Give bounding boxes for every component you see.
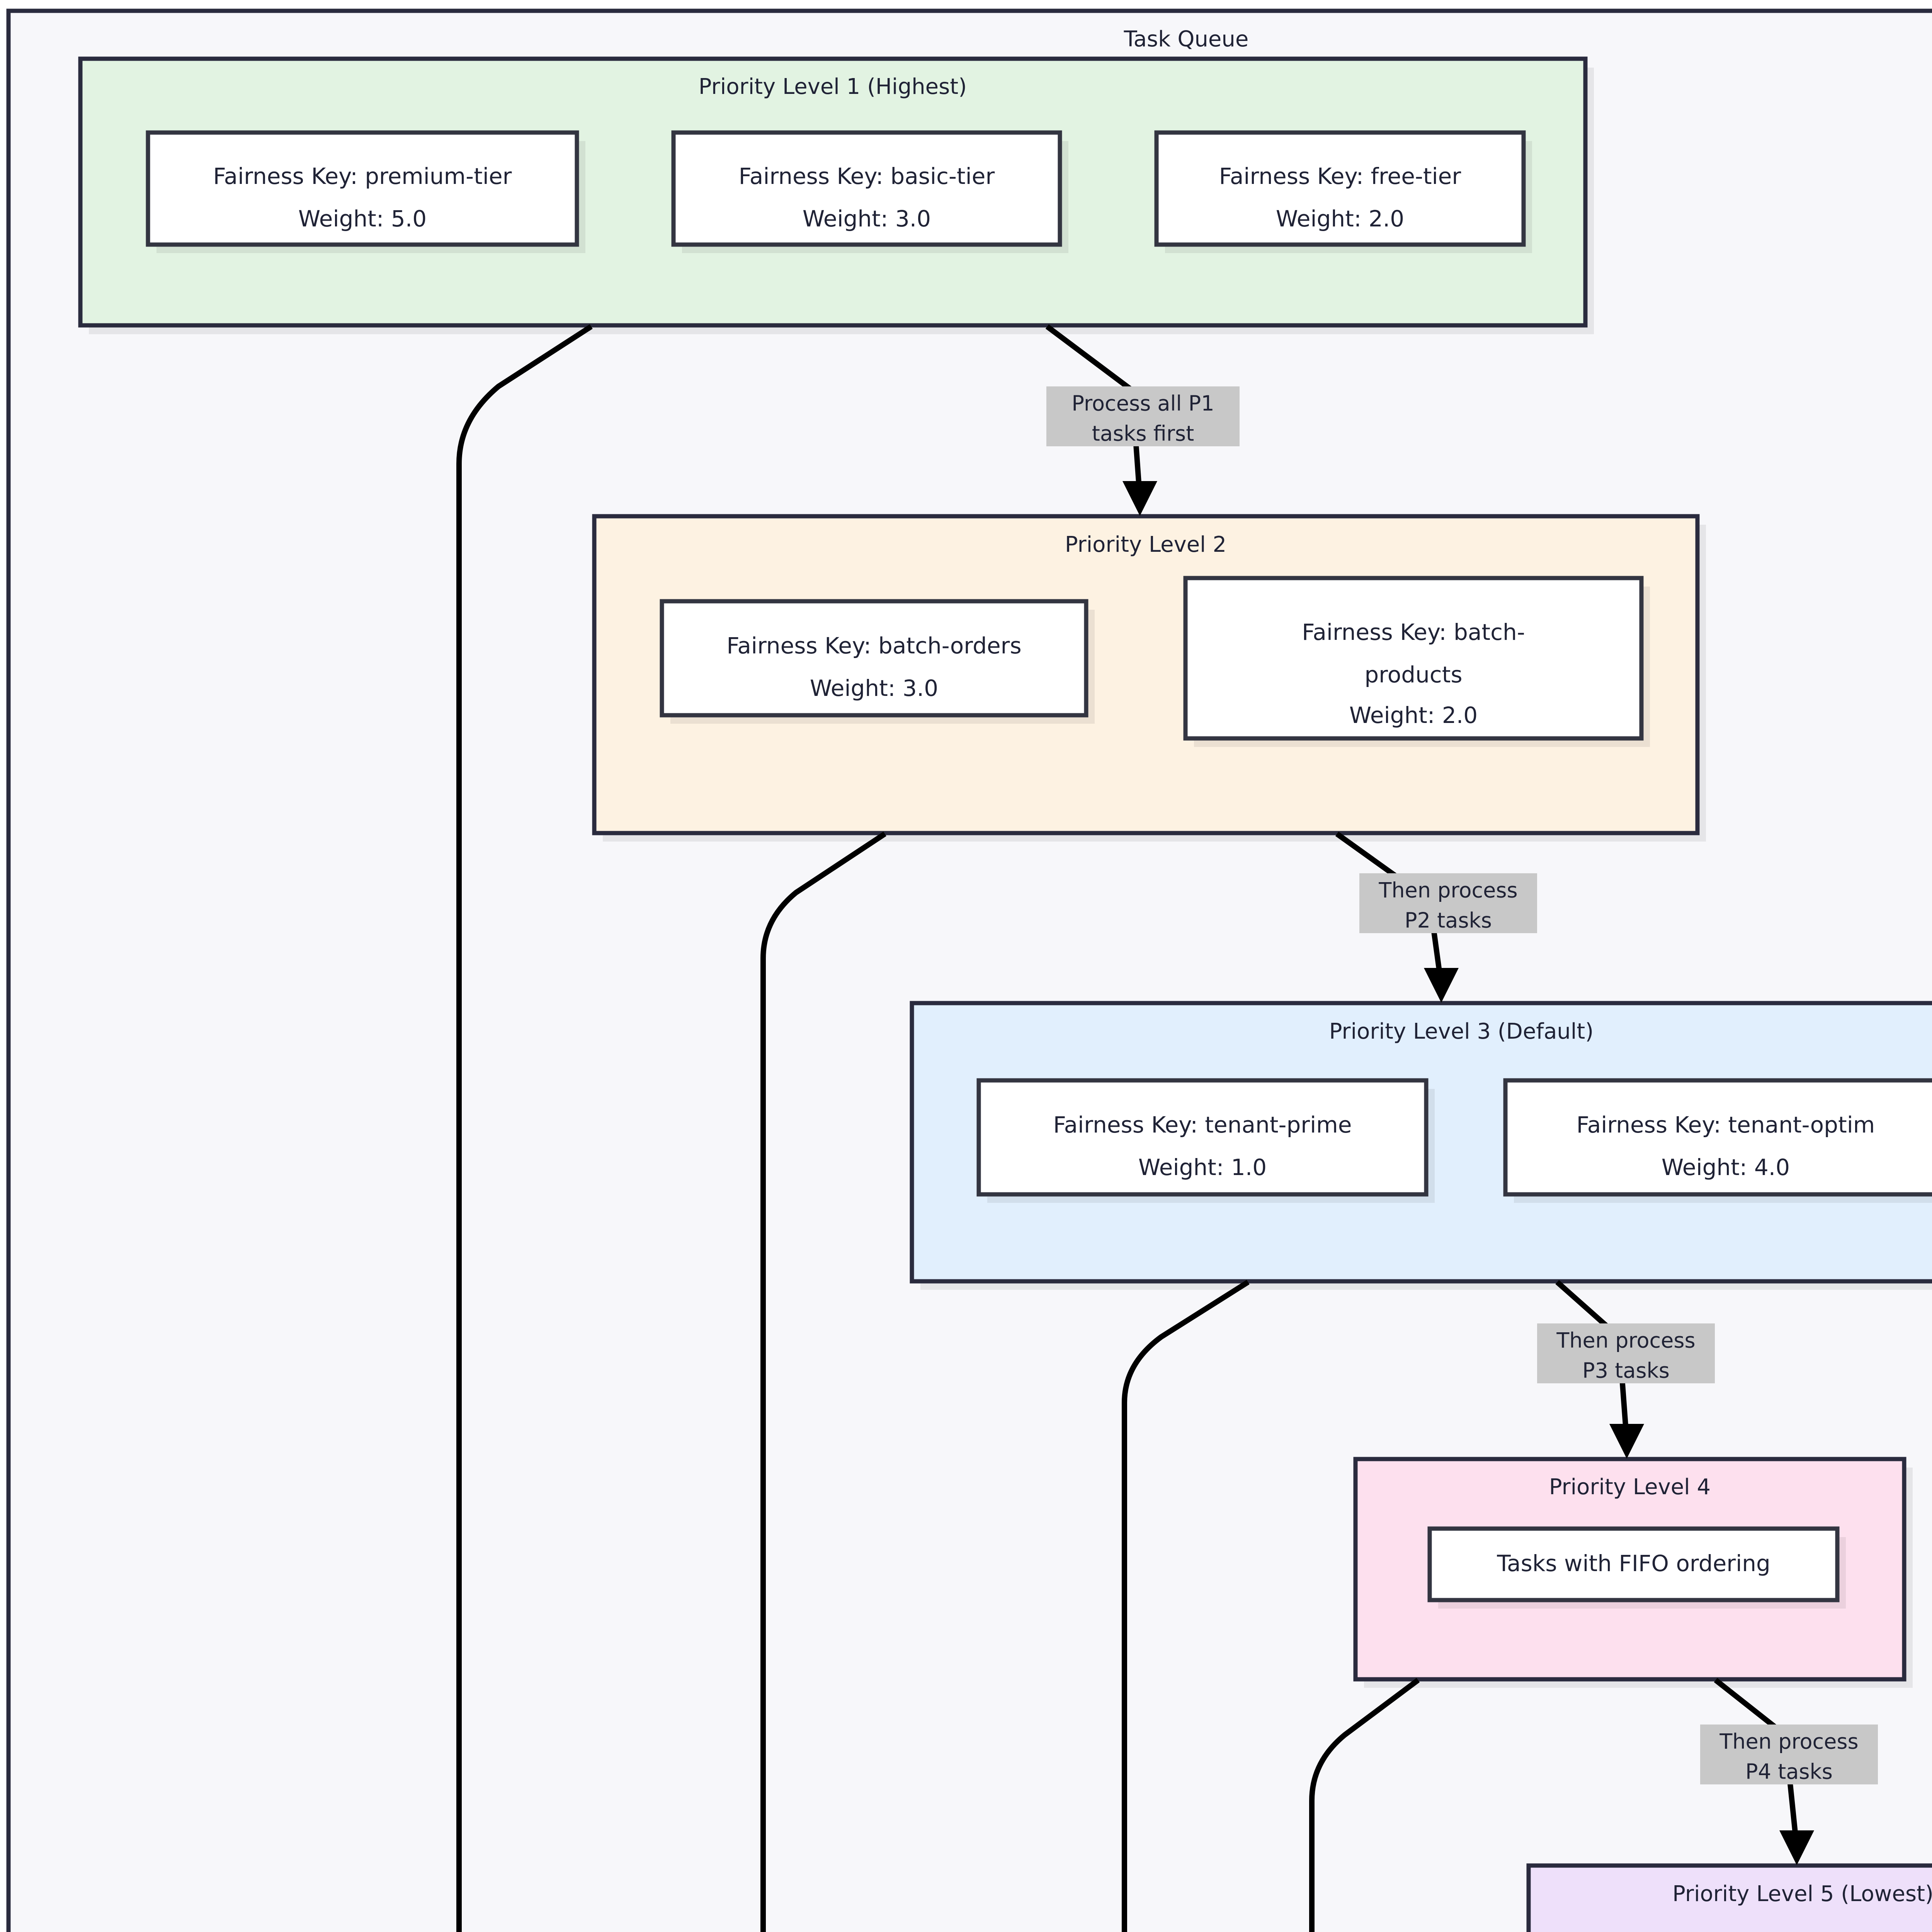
- p3a-rect: [976, 1078, 1429, 1197]
- p2b-line-3: Weight: 2.0: [1349, 702, 1478, 728]
- edge-label-p4-p5-line-2: P4 tasks: [1745, 1760, 1833, 1784]
- p1c-line-1: Fairness Key: free-tier: [1219, 163, 1461, 189]
- edge-label-p3-p4-bg: [1537, 1323, 1715, 1383]
- node-p3-tenant-optim[interactable]: Fairness Key: tenant-optim Weight: 4.0: [1503, 1078, 1932, 1203]
- p3a-line-1: Fairness Key: tenant-prime: [1053, 1112, 1352, 1138]
- edge-p2-to-p3-arrowhead: [1424, 968, 1459, 1003]
- edge-label-p2-p3-line-2: P2 tasks: [1405, 908, 1492, 933]
- p2a-line-2: Weight: 3.0: [810, 675, 938, 701]
- edge-label-p4-p5: Then process P4 tasks: [1700, 1725, 1878, 1784]
- edge-label-p3-p4: Then process P3 tasks: [1537, 1323, 1715, 1383]
- cluster-priority-level-2[interactable]: Priority Level 2 Fairness Key: batch-ord…: [592, 514, 1706, 842]
- p4a-rect: [1427, 1526, 1840, 1602]
- edge-label-p1-p2-bg: [1046, 386, 1240, 446]
- p1c-rect: [1154, 130, 1526, 247]
- edge-p3-to-workers: [1122, 1280, 1250, 1932]
- node-p2-batch-orders[interactable]: Fairness Key: batch-orders Weight: 3.0: [660, 599, 1095, 724]
- edge-label-p2-p3-line-1: Then process: [1378, 878, 1517, 903]
- edge-p1-to-p2-arrowhead: [1122, 481, 1157, 516]
- edge-p4-to-p5-arrowhead: [1779, 1830, 1814, 1865]
- edge-label-p2-p3: Then process P2 tasks: [1359, 873, 1537, 933]
- node-p2-batch-products[interactable]: Fairness Key: batch- products Weight: 2.…: [1183, 576, 1650, 747]
- edge-p3-to-p4-arrowhead: [1609, 1424, 1644, 1459]
- node-p1-basic-tier[interactable]: Fairness Key: basic-tier Weight: 3.0: [671, 130, 1068, 253]
- cluster-priority-level-1[interactable]: Priority Level 1 (Highest) Fairness Key:…: [78, 56, 1594, 334]
- edge-p4-to-workers: [1309, 1678, 1420, 1932]
- p2a-line-1: Fairness Key: batch-orders: [726, 633, 1021, 659]
- p2-title: Priority Level 2: [1065, 532, 1226, 557]
- p5-title: Priority Level 5 (Lowest): [1672, 1881, 1932, 1906]
- p1a-line-1: Fairness Key: premium-tier: [213, 163, 512, 189]
- edge-label-p3-p4-line-1: Then process: [1556, 1328, 1695, 1353]
- p3b-line-1: Fairness Key: tenant-optim: [1577, 1112, 1875, 1138]
- node-p1-free-tier[interactable]: Fairness Key: free-tier Weight: 2.0: [1154, 130, 1532, 253]
- cluster-priority-level-5[interactable]: Priority Level 5 (Lowest) Tasks with FIF…: [1526, 1863, 1932, 1932]
- edge-label-p2-p3-bg: [1359, 873, 1537, 933]
- edge-label-p1-p2-line-1: Process all P1: [1071, 391, 1214, 416]
- cluster-task-queue[interactable]: Task Queue: [6, 9, 1932, 1932]
- p3a-line-2: Weight: 1.0: [1138, 1154, 1267, 1180]
- node-p4-fifo[interactable]: Tasks with FIFO ordering: [1427, 1526, 1846, 1609]
- edge-p1-to-workers: [456, 324, 593, 1932]
- node-p1-premium-tier[interactable]: Fairness Key: premium-tier Weight: 5.0: [146, 130, 585, 253]
- edge-p2-to-workers: [760, 832, 886, 1932]
- edge-label-p3-p4-line-2: P3 tasks: [1582, 1359, 1670, 1383]
- p1b-line-2: Weight: 3.0: [803, 206, 931, 232]
- p1b-line-1: Fairness Key: basic-tier: [739, 163, 995, 189]
- edge-label-p1-p2-line-2: tasks first: [1092, 422, 1194, 446]
- p5-rect: [1526, 1863, 1932, 1932]
- edge-label-p1-p2: Process all P1 tasks first: [1046, 386, 1240, 446]
- p2b-rect: [1183, 576, 1644, 741]
- p4a-line-1: Tasks with FIFO ordering: [1497, 1550, 1770, 1577]
- node-p3-tenant-prime[interactable]: Fairness Key: tenant-prime Weight: 1.0: [976, 1078, 1435, 1203]
- p1c-line-2: Weight: 2.0: [1276, 206, 1404, 232]
- edge-label-p4-p5-bg: [1700, 1725, 1878, 1784]
- p2b-line-2: products: [1364, 662, 1462, 688]
- edge-layer: [456, 324, 1814, 1932]
- p3b-rect: [1503, 1078, 1932, 1197]
- task-queue-title: Task Queue: [1124, 27, 1249, 52]
- p2a-rect: [660, 599, 1088, 718]
- edge-label-p4-p5-line-1: Then process: [1719, 1730, 1858, 1754]
- cluster-priority-level-3[interactable]: Priority Level 3 (Default) Fairness Key:…: [910, 1001, 1932, 1290]
- p3b-line-2: Weight: 4.0: [1662, 1154, 1790, 1180]
- p2b-line-1: Fairness Key: batch-: [1302, 619, 1525, 645]
- p1-title: Priority Level 1 (Highest): [699, 74, 967, 99]
- p1a-line-2: Weight: 5.0: [298, 206, 427, 232]
- p3-title: Priority Level 3 (Default): [1329, 1019, 1594, 1044]
- cluster-priority-level-4[interactable]: Priority Level 4 Tasks with FIFO orderin…: [1353, 1457, 1913, 1688]
- p4-title: Priority Level 4: [1549, 1475, 1711, 1500]
- p1b-rect: [671, 130, 1062, 247]
- p1a-rect: [146, 130, 579, 247]
